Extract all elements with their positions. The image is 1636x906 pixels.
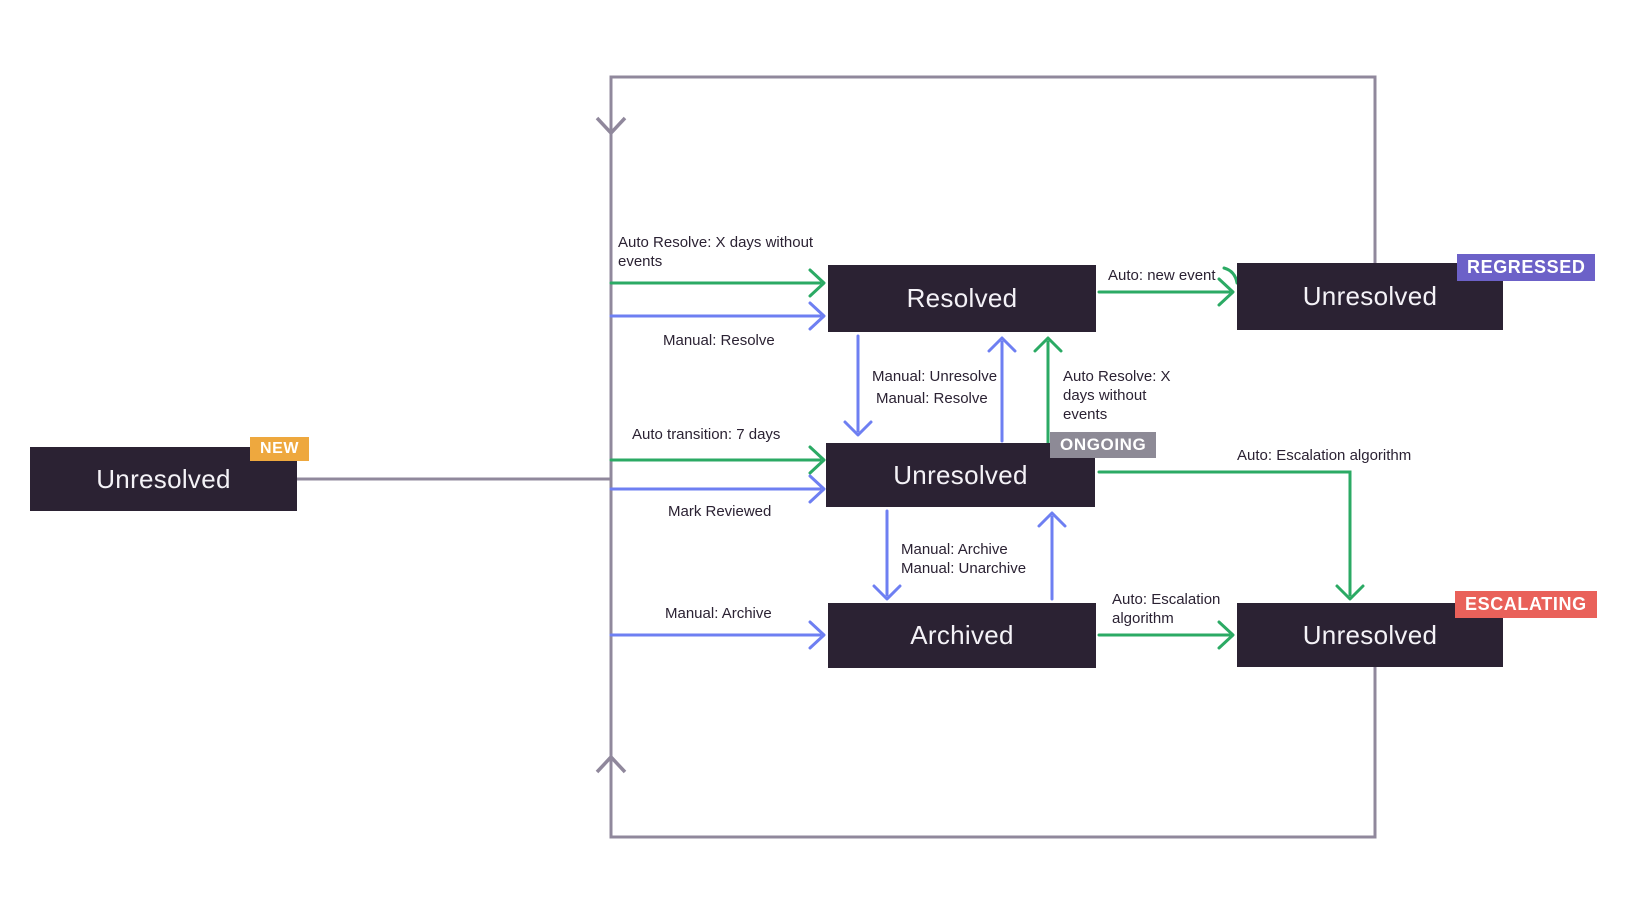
state-label: Unresolved (1302, 619, 1438, 650)
badge-text: REGRESSED (1467, 257, 1586, 277)
state-label: Unresolved (1302, 281, 1438, 311)
edge-label-auto-escalation-from-ongoing: Auto: Escalation algorithm (1237, 447, 1412, 464)
state-label: Archived (910, 620, 1014, 650)
edge-label-manual-unarchive-up: Manual: Unarchive (901, 560, 1027, 577)
edge-label-auto-transition: Auto transition: 7 days (632, 426, 781, 443)
arrow-manual-unresolve-down (843, 334, 873, 437)
arrow-mark-reviewed (609, 474, 826, 504)
loop-arrow-down-icon (595, 116, 627, 136)
badge-escalating: ESCALATING (1455, 591, 1597, 618)
arrow-auto-escalation-from-archived (1097, 620, 1235, 650)
loop-line (609, 75, 1377, 839)
loop-arrow-up-icon (595, 754, 627, 774)
badge-text: ESCALATING (1465, 594, 1587, 614)
arrow-auto-resolve-to-resolved (609, 268, 826, 298)
edge-label-auto-resolve-to-resolved: Auto Resolve: X days without events (618, 234, 814, 270)
edge-label-mark-reviewed: Mark Reviewed (668, 503, 772, 520)
state-label: Unresolved (96, 463, 231, 494)
badge-ongoing: ONGOING (1050, 432, 1157, 458)
manual-transitions (609, 301, 1067, 650)
state-label: Resolved (906, 283, 1018, 313)
edge-label-manual-resolve-to-resolved: Manual: Resolve (663, 332, 775, 349)
arrow-auto-resolve-up (1033, 336, 1063, 445)
feedback-loop (297, 75, 1377, 839)
arrow-auto-escalation-from-ongoing (1097, 470, 1365, 601)
arrow-manual-archive-down (872, 509, 902, 601)
arrow-manual-resolve-up (987, 336, 1017, 443)
state-box-archived: Archived (828, 603, 1096, 668)
arrow-auto-transition-to-ongoing (609, 445, 826, 475)
edge-label-manual-resolve-up: Manual: Resolve (876, 390, 988, 407)
edge-label-manual-archive-down: Manual: Archive (901, 541, 1008, 558)
arrow-manual-unarchive-up (1037, 511, 1067, 601)
arrow-manual-archive-to-archived (609, 620, 826, 650)
state-box-resolved: Resolved (828, 265, 1096, 332)
label-hook-icon (1222, 266, 1239, 285)
badge-text: NEW (260, 440, 300, 457)
arrow-manual-resolve-to-resolved (609, 301, 826, 331)
edge-label-auto-new-event: Auto: new event (1108, 267, 1216, 284)
state-label: Unresolved (893, 459, 1028, 490)
arrow-auto-new-event (1097, 266, 1239, 307)
edge-label-manual-unresolve: Manual: Unresolve (872, 368, 998, 385)
auto-transitions (609, 266, 1365, 650)
edge-label-auto-resolve-up: Auto Resolve: X days without events (1063, 368, 1171, 423)
edge-label-manual-archive-to-archived: Manual: Archive (665, 605, 772, 622)
badge-new: NEW (250, 437, 310, 461)
badge-text: ONGOING (1060, 435, 1147, 454)
edge-label-auto-escalation-from-archived: Auto: Escalation algorithm (1112, 591, 1221, 627)
badge-regressed: REGRESSED (1457, 254, 1596, 281)
